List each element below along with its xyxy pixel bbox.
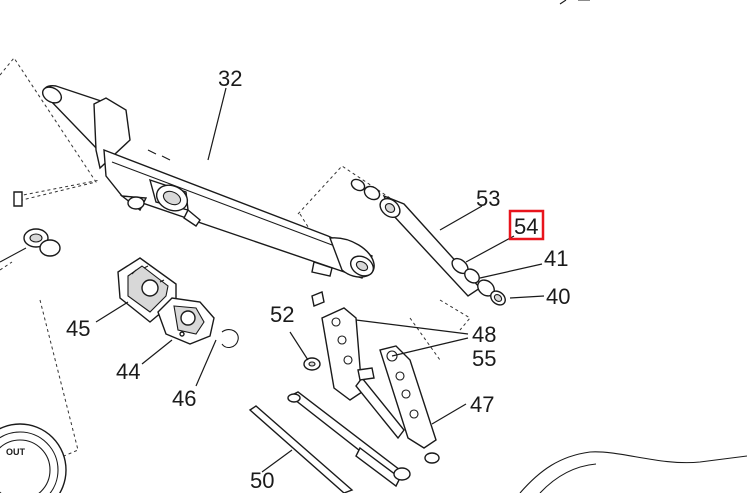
highlight-box-54 bbox=[508, 209, 545, 241]
frame-curve-inner bbox=[539, 463, 597, 493]
dashed-link-32 bbox=[17, 179, 101, 197]
plate-assembly-47 bbox=[321, 307, 440, 464]
bracket-44 bbox=[157, 297, 215, 345]
rod-assembly-50 bbox=[248, 391, 411, 493]
bracket-45 bbox=[117, 257, 177, 323]
wheel: OUT bbox=[0, 423, 67, 493]
frame-curve bbox=[519, 451, 747, 493]
label-54[interactable]: 54 bbox=[514, 214, 538, 239]
label-45[interactable]: 45 bbox=[66, 316, 90, 341]
arm-assembly-32 bbox=[41, 84, 375, 279]
label-47[interactable]: 47 bbox=[470, 392, 494, 417]
label-52[interactable]: 52 bbox=[270, 302, 294, 327]
label-40[interactable]: 40 bbox=[546, 284, 570, 309]
label-55[interactable]: 55 bbox=[472, 346, 496, 371]
label-46[interactable]: 46 bbox=[172, 386, 196, 411]
label-32[interactable]: 32 bbox=[218, 66, 242, 91]
left-fittings bbox=[0, 191, 61, 263]
label-48[interactable]: 48 bbox=[472, 322, 496, 347]
fastener-52 bbox=[303, 291, 325, 371]
wheel-out-text: OUT bbox=[6, 447, 26, 457]
frame-top-right bbox=[559, 0, 590, 5]
dashed-link-47 bbox=[409, 317, 441, 361]
label-50[interactable]: 50 bbox=[250, 468, 274, 493]
label-53[interactable]: 53 bbox=[476, 186, 500, 211]
leader-lines bbox=[95, 87, 545, 473]
label-44[interactable]: 44 bbox=[116, 359, 140, 384]
label-41[interactable]: 41 bbox=[544, 246, 568, 271]
rod-assembly-53 bbox=[350, 178, 506, 306]
clip-46 bbox=[221, 329, 239, 349]
